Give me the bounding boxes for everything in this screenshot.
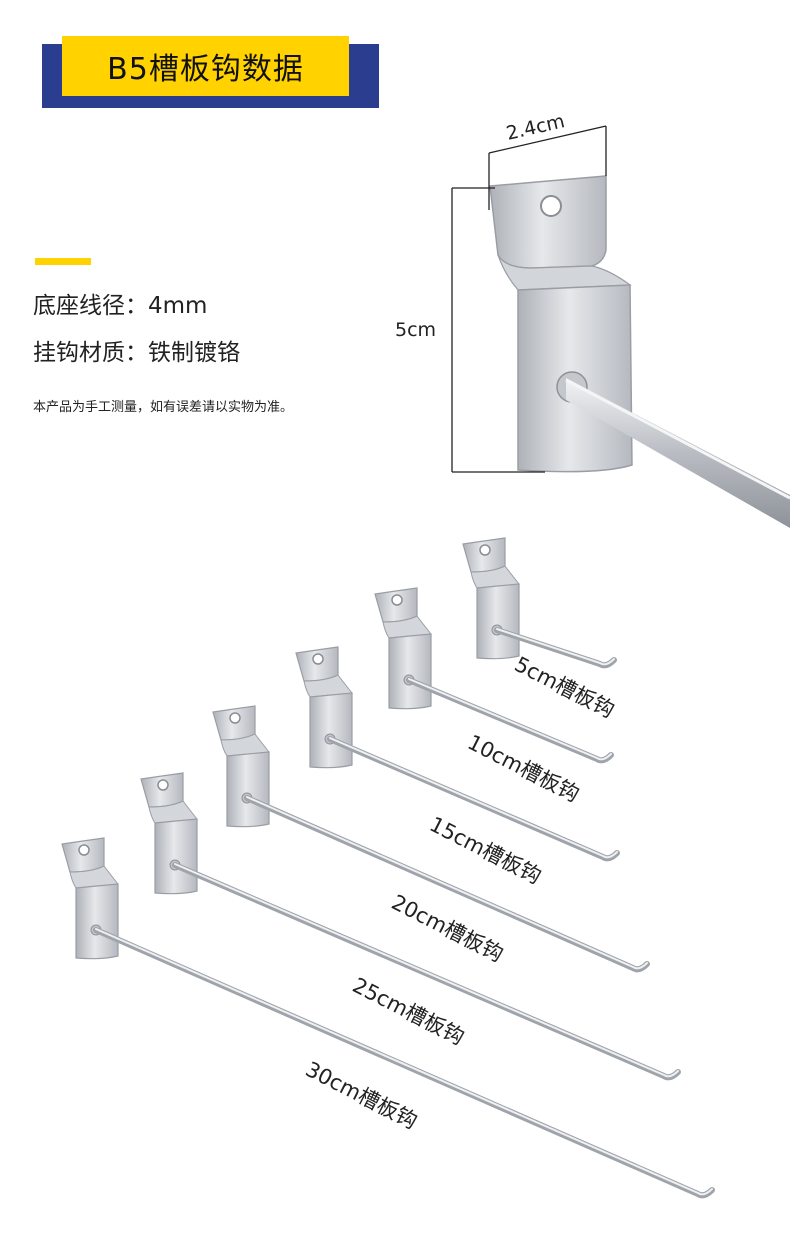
accent-bar (35, 258, 91, 265)
hook-back-plate (388, 633, 432, 710)
dimension-height (451, 187, 545, 473)
hook-mount-hole (229, 712, 241, 724)
hook-back-plate (154, 818, 198, 895)
detail-hook-mount-hole (540, 195, 562, 217)
hook-plate-bend (470, 565, 520, 589)
hook-back-plate (75, 883, 119, 960)
hook-mount-hole (312, 653, 324, 665)
hook-1: 5cm槽板钩 (462, 537, 618, 723)
hook-label-6: 30cm槽板钩 (302, 1057, 421, 1134)
detail-hook-top-plate (489, 175, 607, 269)
spec-base-wire: 底座线径：4mm (33, 293, 208, 319)
hook-plate-bend (69, 865, 119, 889)
dimension-width-label: 2.4cm (504, 110, 567, 145)
measurement-note: 本产品为手工测量，如有误差请以实物为准。 (33, 400, 294, 415)
hook-rod-highlight (329, 737, 618, 859)
hook-plate-bend (220, 733, 270, 757)
detail-hook (489, 175, 790, 528)
hook-rod-highlight (408, 678, 612, 761)
detail-hook-bend (497, 254, 632, 291)
spec-material: 挂钩材质：铁制镀铬 (33, 340, 240, 366)
hook-label-2: 10cm槽板钩 (464, 730, 583, 807)
hook-mount-hole (157, 779, 169, 791)
hook-rod-highlight (174, 863, 679, 1078)
hook-mount-hole (479, 544, 491, 556)
hook-back-plate (309, 692, 353, 769)
hook-mount-hole (78, 844, 90, 856)
hook-back-plate (476, 583, 520, 660)
hook-plate-bend (148, 800, 198, 824)
hook-set: 5cm槽板钩10cm槽板钩15cm槽板钩20cm槽板钩25cm槽板钩30cm槽板… (61, 537, 715, 1199)
hook-rod-highlight (496, 628, 615, 666)
hook-rod-highlight (246, 796, 648, 970)
hook-mount-hole (391, 594, 403, 606)
detail-hook-rod (566, 378, 790, 528)
page-title: B5槽板钩数据 (107, 52, 304, 87)
hook-4: 20cm槽板钩 (212, 705, 650, 973)
dimension-width (488, 125, 607, 210)
title-banner: B5槽板钩数据 (62, 36, 349, 96)
hook-rod-highlight (95, 928, 713, 1196)
dimension-height-label: 5cm (395, 319, 436, 341)
hook-5: 25cm槽板钩 (140, 772, 681, 1081)
hook-plate-bend (303, 674, 353, 698)
hook-plate-bend (382, 615, 432, 639)
hook-back-plate (226, 751, 270, 828)
